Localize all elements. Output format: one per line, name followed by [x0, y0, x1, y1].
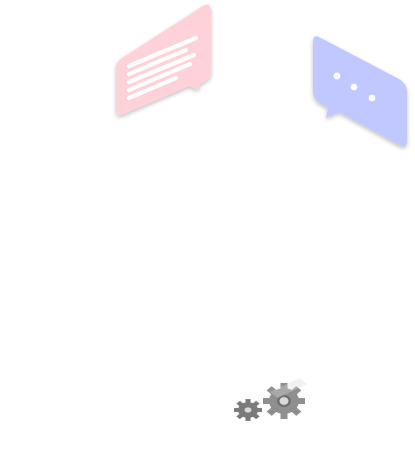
small-gear	[234, 399, 262, 421]
text-lines	[126, 35, 199, 101]
gears-icon	[234, 378, 307, 421]
typing-dots	[333, 72, 376, 102]
chat-bubble-text-icon	[116, 4, 211, 116]
chat-bubble-typing-icon	[313, 36, 407, 147]
large-gear	[263, 382, 305, 420]
